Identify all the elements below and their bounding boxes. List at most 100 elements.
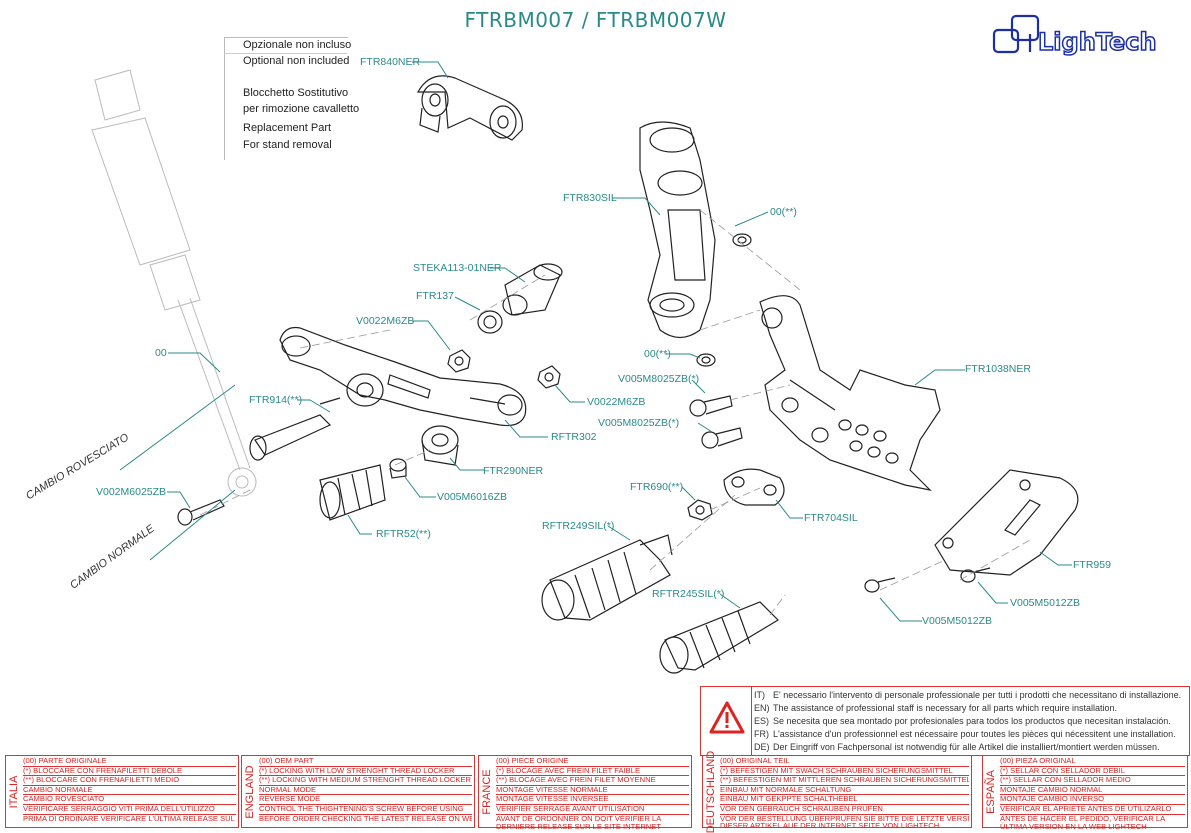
- legend-line: (**) BEFESTIGEN MIT MITTLEREN SCHRAUBEN …: [720, 776, 969, 786]
- ftr137-bearing: [477, 310, 503, 334]
- label-ftr959: FTR959: [1073, 559, 1111, 571]
- drawing-title: FTRBM007 / FTRBM007W: [464, 8, 727, 32]
- ftr690-nut: [687, 499, 713, 521]
- legend-line: CAMBIO ROVESCIATO: [23, 795, 236, 805]
- rftr245sil-footpeg: [659, 601, 779, 674]
- ftr290ner-pivot: [421, 425, 459, 466]
- v005m8025-screw-1: [689, 395, 733, 417]
- label-oo-left: 00: [155, 347, 167, 359]
- warning-text-es: Se necesita que sea montado por profesio…: [773, 716, 1171, 726]
- v005m5012-screw-2: [960, 567, 991, 583]
- label-v005m5012zb-2: V005M5012ZB: [922, 615, 993, 627]
- legend-lang-name: ESPAÑA: [985, 769, 997, 814]
- brand-logo: LighTech: [990, 12, 1170, 62]
- optional-part-box: Opzionale non incluso Optional non inclu…: [224, 37, 359, 160]
- legend-england: ENGLAND (00) OEM PART (*) LOCKING WITH L…: [241, 755, 475, 828]
- ftr830sil-bracket: [639, 121, 716, 339]
- warning-text-de: Der Eingriff von Fachpersonal ist notwen…: [773, 742, 1160, 752]
- legend-line: (**) LOCKING WITH MEDIUM STRENGHT THREAD…: [259, 776, 472, 786]
- optional-line-1: Opzionale non incluso: [243, 39, 352, 51]
- label-steka: STEKA113-01NER: [413, 262, 502, 274]
- optional-line-2: Optional non included: [243, 55, 350, 67]
- legend-line: VERIFICAR EL APRIETE ANTES DE UTILIZARLO: [1000, 805, 1185, 815]
- legend-italia: ITALIA (00) PARTE ORIGINALE (*) BLOCCARE…: [5, 755, 239, 828]
- warning-code-en: EN): [754, 703, 770, 713]
- legend-line: VOR DER BESTELLUNG ÜBERPRÜFEN SIE BITTE …: [720, 814, 969, 822]
- label-v002m6025zb: V002M6025ZB: [96, 486, 167, 498]
- washer-mid: [696, 353, 716, 367]
- v005m8025-screw-2: [701, 427, 743, 449]
- legend-line: NORMAL MODE: [259, 786, 472, 796]
- legend-line: (00) OEM PART: [259, 757, 472, 767]
- legend-line: REVERSE MODE: [259, 795, 472, 805]
- nut-bottom: [537, 365, 561, 389]
- v002-screw: [177, 499, 225, 526]
- legend-line: (*) BLOCCARE CON FRENAFILETTI DEBOLE: [23, 767, 236, 777]
- label-v005m6016zb: V005M6016ZB: [437, 491, 508, 503]
- legend-line: (00) PIECE ORIGINE: [496, 757, 689, 767]
- legend-france: FRANCE (00) PIECE ORIGINE (*) BLOCAGE AV…: [478, 755, 692, 830]
- label-v005m8025zb-1: V005M8025ZB(*): [618, 373, 700, 385]
- leader-lines: [119, 61, 1072, 622]
- warning-text-it: E' necessario l'intervento di personale …: [773, 690, 1182, 700]
- legend-line: (**) SELLAR CON SELLADOR MEDIO: [1000, 776, 1185, 786]
- warning-code-fr: FR): [754, 729, 769, 739]
- ftr840ner-block: [416, 75, 523, 141]
- legend-line: (00) PARTE ORIGINALE: [23, 757, 236, 767]
- rftr249sil-footpeg: [541, 534, 673, 621]
- legend-line: MONTAGE VITESSE NORMALE: [496, 786, 689, 796]
- legend-line: VERIFIER SERRAGE AVANT UTILISATION: [496, 805, 689, 815]
- warning-triangle-icon: [709, 701, 745, 734]
- optional-line-3: Blocchetto Sostitutivo: [243, 87, 349, 99]
- label-ftr690: FTR690(**): [630, 481, 684, 493]
- legend-line: (**) BLOCCARE CON FRENAFILETTI MEDIO: [23, 776, 236, 786]
- legend-line: VERIFICARE SERRAGGIO VITI PRIMA DELL'UTI…: [23, 805, 236, 815]
- label-ftr137: FTR137: [416, 290, 454, 302]
- label-rftr245sil: RFTR245SIL(*): [652, 588, 725, 600]
- optional-line-5: Replacement Part: [243, 122, 332, 134]
- legend-lang-name: DEUTSCHLAND: [705, 750, 717, 833]
- ftr704sil-plate: [723, 468, 785, 506]
- legend-line: BEFORE ORDER CHECKING THE LATEST RELEASE…: [259, 814, 472, 823]
- legend-line: (*) SELLAR CON SELLADOR DEBIL: [1000, 767, 1185, 777]
- ftr959-heelguard: [934, 469, 1079, 576]
- label-v0022m6zb-top: V0022M6ZB: [356, 315, 415, 327]
- steka-spacer: [502, 263, 563, 316]
- v005m6016-screw: [389, 458, 407, 479]
- label-v005m5012zb-1: V005M5012ZB: [1010, 597, 1081, 609]
- legend-line: CONTROL THE THIGHTENING'S SCREW BEFORE U…: [259, 805, 472, 815]
- legend-line: CAMBIO NORMALE: [23, 786, 236, 796]
- warning-divider: [751, 687, 752, 755]
- label-rftr52: RFTR52(**): [376, 528, 431, 540]
- label-ftr830sil: FTR830SIL: [563, 192, 617, 204]
- legend-line: ANTES DE HACER EL PEDIDO, VERIFICAR LA Ú…: [1000, 814, 1165, 831]
- optional-line-4: per rimozione cavalletto: [243, 103, 360, 115]
- legend-line: VOR DEN GEBRAUCH SCHRAUBEN PRÜFEN: [720, 805, 969, 815]
- legend-deutschland: DEUTSCHLAND (00) ORIGINAL TEIL (*) BEFES…: [702, 750, 972, 833]
- legend-line: (**) BLOCAGE AVEC FREIN FILET MOYENNE: [496, 776, 689, 786]
- nut-top: [447, 349, 471, 373]
- warning-code-es: ES): [754, 716, 770, 726]
- label-v0022m6zb-bottom: V0022M6ZB: [587, 396, 646, 408]
- legend-lang-name: ENGLAND: [244, 764, 256, 819]
- legend-line: MONTAJE CAMBIO NORMAL: [1000, 786, 1185, 796]
- label-ftr840ner: FTR840NER: [360, 56, 421, 68]
- label-oo-mid: 00(**): [644, 348, 671, 360]
- legend-espana: ESPAÑA (00) PIEZA ORIGINAL (*) SELLAR CO…: [982, 755, 1188, 831]
- lightech-logo-mark: [992, 14, 1040, 54]
- optional-box-divider: [224, 53, 347, 54]
- assembly-lines: [199, 209, 1031, 616]
- legend-line: EINBAU MIT NORMALE SCHALTUNG: [720, 786, 969, 796]
- warning-box: IT) E' necessario l'intervento di person…: [700, 686, 1190, 756]
- washer-top: [732, 233, 752, 247]
- legend-line: (*) BEFESTIGEN MIT SWACH SCHRAUBEN SICHE…: [720, 767, 969, 777]
- oem-shift-rod: [91, 69, 257, 497]
- label-ftr914: FTR914(**): [249, 394, 303, 406]
- warning-code-de: DE): [754, 742, 770, 752]
- legend-line: DIESER ARTIKEL AUF DER INTERNET SEITE VO…: [720, 821, 940, 829]
- label-ftr1038ner: FTR1038NER: [965, 363, 1031, 375]
- legend-lang-name: ITALIA: [8, 775, 20, 808]
- rftr302-lever: [279, 326, 527, 427]
- legend-lang-name: FRANCE: [481, 768, 493, 815]
